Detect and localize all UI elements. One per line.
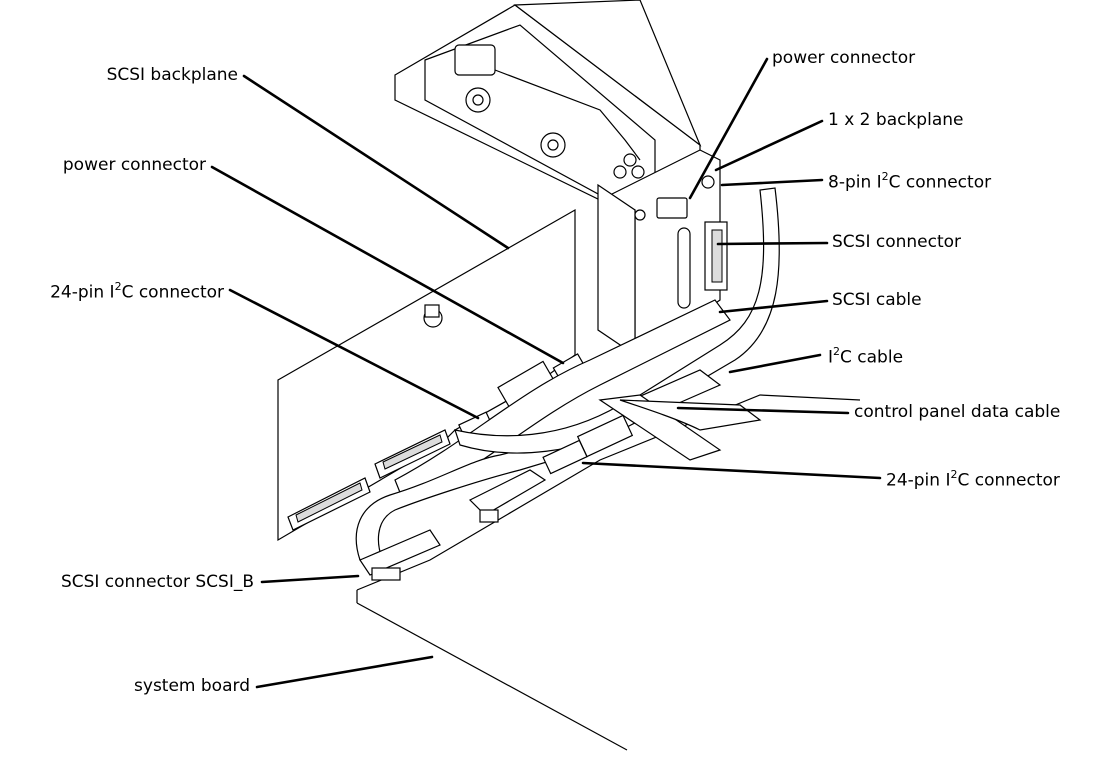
system-board-drawing [356, 394, 861, 751]
scsi-backplane-drawing [277, 208, 586, 542]
label-8-pin-i2c-connector: 8-pin I2C connector [828, 170, 992, 193]
label-24-pin-i2c-connector-right: 24-pin I2C connector [886, 468, 1060, 491]
label-power-connector-top: power connector [772, 48, 916, 68]
label-i2c-cable: I2C cable [828, 345, 904, 368]
label-24-pin-i2c-connector-left: 24-pin I2C connector [50, 280, 224, 303]
label-scsi-connector: SCSI connector [832, 232, 962, 252]
label-scsi-cable: SCSI cable [832, 290, 922, 310]
drive-bay-drawing [394, 0, 702, 201]
label-system-board: system board [134, 676, 250, 696]
leader-lines [210, 57, 882, 689]
cables-drawing [355, 187, 780, 581]
label-scsi-backplane: SCSI backplane [106, 65, 238, 85]
label-1x2-backplane: 1 x 2 backplane [828, 110, 964, 130]
label-control-panel-data-cable: control panel data cable [854, 402, 1061, 422]
label-scsi-connector-scsi-b: SCSI connector SCSI_B [60, 572, 254, 592]
label-power-connector-left: power connector [62, 155, 206, 175]
